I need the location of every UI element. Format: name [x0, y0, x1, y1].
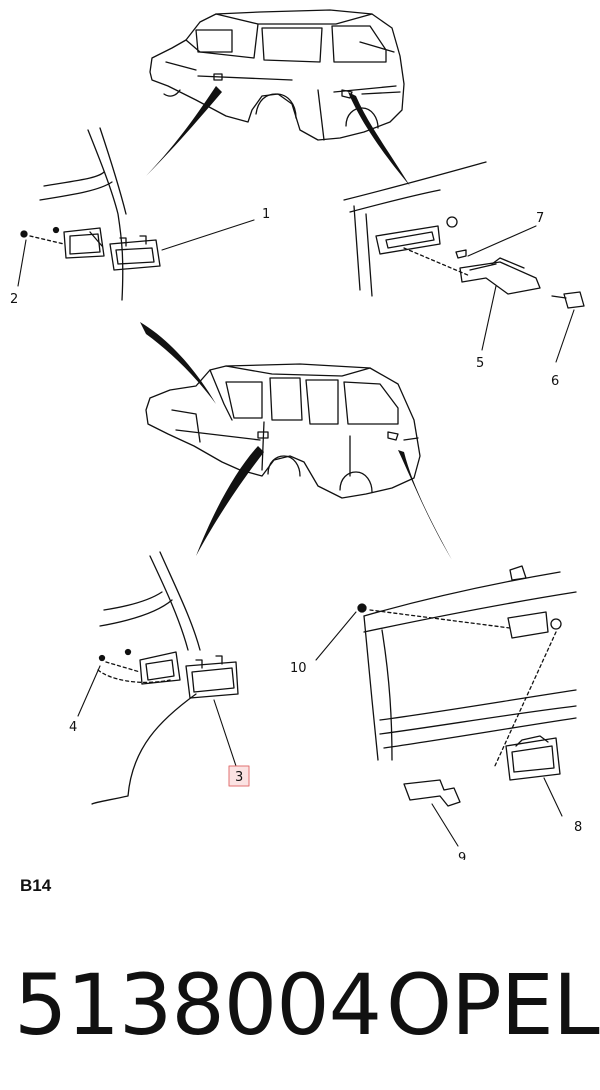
- leader-lines: [17, 219, 575, 847]
- callout-5: 5: [476, 356, 484, 371]
- vehicle-5door-illustration: [145, 363, 421, 499]
- callout-1: 1: [262, 207, 270, 222]
- rear-door-handle-5door: [357, 565, 577, 807]
- callout-9: 9: [458, 851, 466, 860]
- vehicle-3door-illustration: [149, 9, 405, 141]
- section-code: B14: [20, 876, 52, 895]
- callout-8: 8: [574, 820, 582, 835]
- callout-4: 4: [69, 720, 77, 735]
- front-door-handle-5door: [91, 551, 239, 805]
- pointer-arrows-middle: [140, 322, 452, 560]
- pointer-arrows-top: [146, 86, 410, 186]
- callout-3: 3: [235, 770, 243, 785]
- callout-3-highlight-box: [228, 765, 250, 787]
- callout-10: 10: [290, 661, 307, 676]
- parts-diagram: 1 2 3 4 5 6 7 8 9 10: [10, 9, 585, 860]
- rear-handle-bracket-3door: [343, 161, 585, 309]
- callout-7: 7: [536, 211, 544, 226]
- brand-name: OPEL: [386, 956, 600, 1054]
- callout-6: 6: [551, 374, 559, 389]
- callout-2: 2: [10, 292, 18, 307]
- part-footer: 5138004 OPEL: [14, 950, 600, 1060]
- part-number: 5138004: [14, 956, 382, 1054]
- front-door-handle-3door: [20, 127, 161, 301]
